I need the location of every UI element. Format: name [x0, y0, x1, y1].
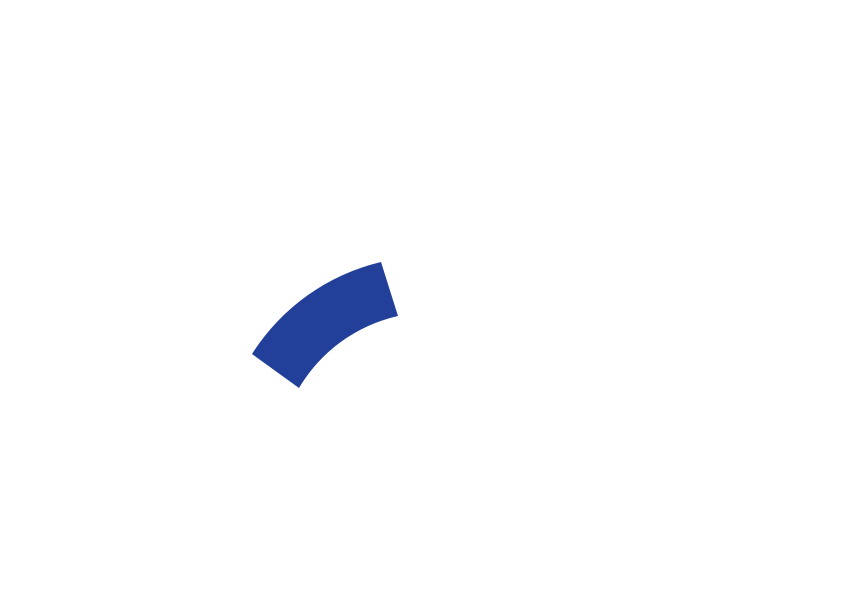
- blue-arc-segment: [252, 262, 398, 388]
